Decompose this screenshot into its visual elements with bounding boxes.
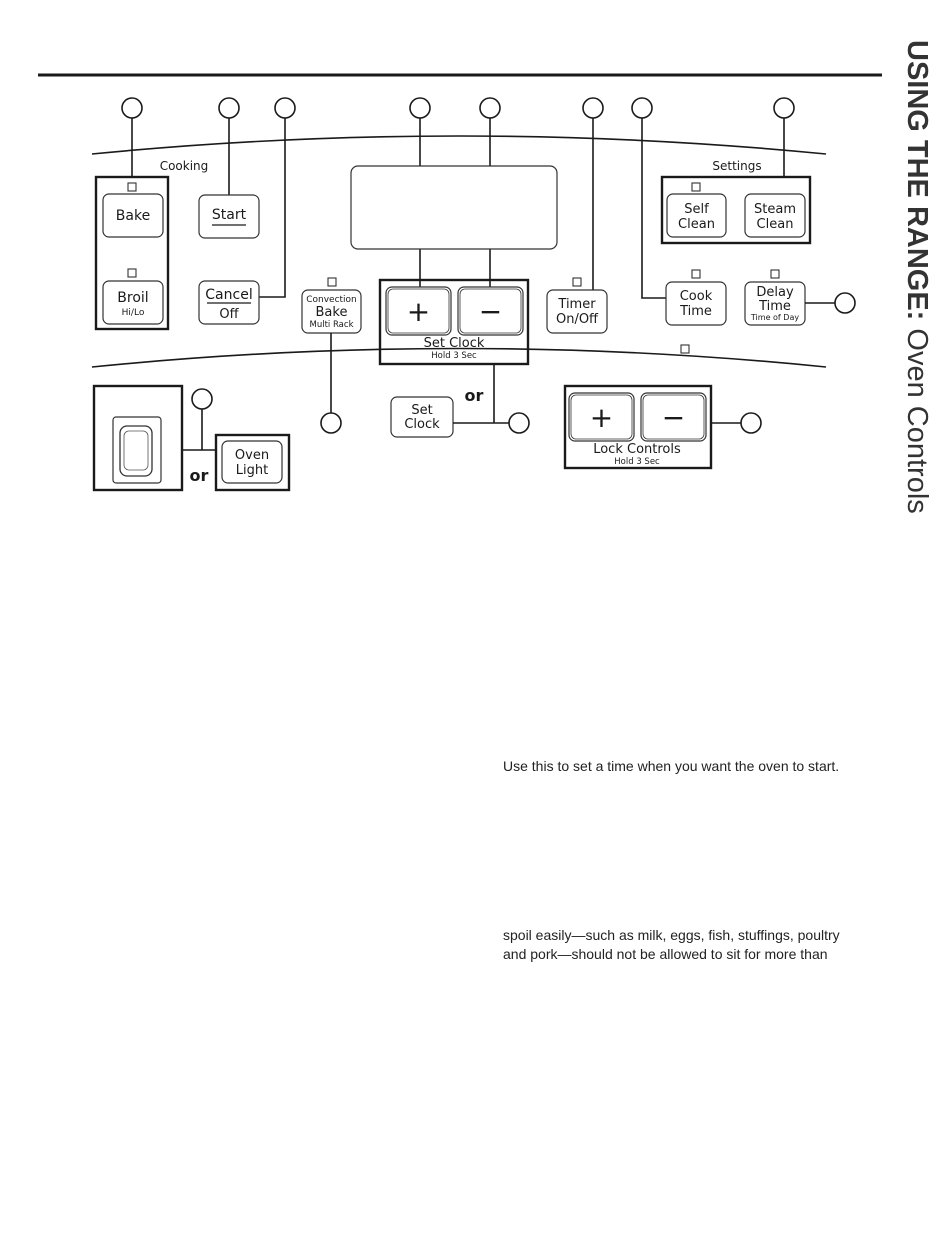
cancel-off-button[interactable]: Cancel Off [198, 280, 260, 325]
timer-on-off-label: On/Off [556, 312, 599, 327]
oven-label: Oven [235, 448, 269, 463]
delay-time-description: Use this to set a time when you want the… [503, 758, 840, 774]
panel-top-edge [91, 135, 827, 155]
oven-light-label: Light [236, 463, 268, 478]
food-safety-line-2: and pork—should not be allowed to sit fo… [503, 946, 828, 962]
self-clean-indicator-light [691, 182, 701, 192]
timer-label: Timer [557, 297, 596, 312]
bake-button-label: Bake [116, 208, 150, 224]
lock-minus-button[interactable]: − [640, 392, 707, 442]
oven-light-button[interactable]: Oven Light [221, 440, 283, 484]
steam-clean-label: Clean [757, 217, 794, 232]
cooking-group [94, 175, 170, 331]
set-clock-label: Set Clock [424, 336, 485, 351]
hold-3-sec-label: Hold 3 Sec [431, 351, 477, 361]
callout-circle [121, 97, 143, 119]
set-clock-button[interactable]: Set Clock [390, 396, 454, 438]
steam-label: Steam [754, 202, 796, 217]
start-button[interactable]: Start [198, 194, 260, 239]
panel-bottom-edge [91, 347, 827, 368]
indicator-light [680, 344, 690, 354]
clock-label: Clock [404, 417, 440, 432]
lock-controls-label: Lock Controls [593, 442, 681, 457]
plus-button[interactable]: + [385, 286, 452, 336]
callout-circle [740, 412, 762, 434]
lock-controls-group [563, 384, 713, 470]
convection-bake-button[interactable]: Convection Bake Multi Rack [301, 289, 362, 334]
callout-circle [582, 97, 604, 119]
cancel-label: Cancel [205, 287, 252, 303]
self-clean-label: Clean [678, 217, 715, 232]
timer-indicator-light [572, 277, 582, 287]
callout-circle [191, 388, 213, 410]
section-title-sub: Oven Controls [901, 328, 933, 514]
callout-circle [218, 97, 240, 119]
lock-plus-button[interactable]: + [568, 392, 635, 442]
delay-time-button[interactable]: Delay Time Time of Day [744, 281, 806, 326]
convection-sub-label: Multi Rack [309, 320, 353, 330]
self-clean-button[interactable]: Self Clean [666, 193, 727, 238]
lock-hold-label: Hold 3 Sec [614, 457, 660, 467]
or-label: or [465, 386, 484, 405]
section-title-main: USING THE RANGE: [901, 40, 933, 321]
time-of-day-label: Time of Day [750, 313, 799, 322]
cook-time-indicator-light [691, 269, 701, 279]
cook-time-button[interactable]: Cook Time [665, 281, 727, 326]
self-label: Self [684, 202, 709, 217]
steam-clean-button[interactable]: Steam Clean [744, 193, 806, 238]
delay-time-indicator-light [770, 269, 780, 279]
minus-button[interactable]: − [457, 286, 524, 336]
bake-button[interactable]: Bake [102, 193, 164, 238]
broil-indicator-light [127, 268, 137, 278]
minus-label: − [479, 295, 502, 328]
callout-circle [320, 412, 342, 434]
delay-label: Delay [756, 285, 794, 300]
callout-circle [631, 97, 653, 119]
convection-top-label: Convection [306, 295, 357, 305]
lock-minus-label: − [662, 401, 685, 434]
broil-button-sublabel: Hi/Lo [122, 308, 145, 318]
callout-circle [479, 97, 501, 119]
set-label: Set [411, 403, 432, 418]
convection-indicator-light [327, 277, 337, 287]
oven-light-group [214, 433, 291, 492]
plus-label: + [407, 295, 430, 328]
settings-group [660, 175, 812, 245]
lock-plus-label: + [590, 401, 613, 434]
callout-circle [409, 97, 431, 119]
start-button-label: Start [212, 207, 247, 223]
set-clock-group [378, 278, 530, 366]
callout-circle [773, 97, 795, 119]
off-label: Off [219, 307, 239, 322]
broil-button-label: Broil [117, 290, 148, 306]
callout-circle [834, 292, 856, 314]
oven-light-rocker-switch[interactable] [112, 416, 162, 484]
cooking-label: Cooking [160, 159, 209, 173]
or-label: or [190, 466, 209, 485]
callout-circle [274, 97, 296, 119]
bake-indicator-light [127, 182, 137, 192]
section-title: USING THE RANGE: Oven Controls [900, 40, 933, 514]
oven-display [350, 165, 558, 250]
callout-circle [508, 412, 530, 434]
broil-button[interactable]: Broil Hi/Lo [102, 280, 164, 325]
convection-main-label: Bake [316, 305, 348, 320]
timer-on-off-button[interactable]: Timer On/Off [546, 289, 608, 334]
cook-label: Cook [680, 289, 713, 304]
delay-time-label: Time [758, 299, 791, 314]
cook-time-label: Time [679, 304, 712, 319]
food-safety-line-1: spoil easily—such as milk, eggs, fish, s… [503, 927, 840, 943]
settings-label: Settings [712, 159, 761, 173]
